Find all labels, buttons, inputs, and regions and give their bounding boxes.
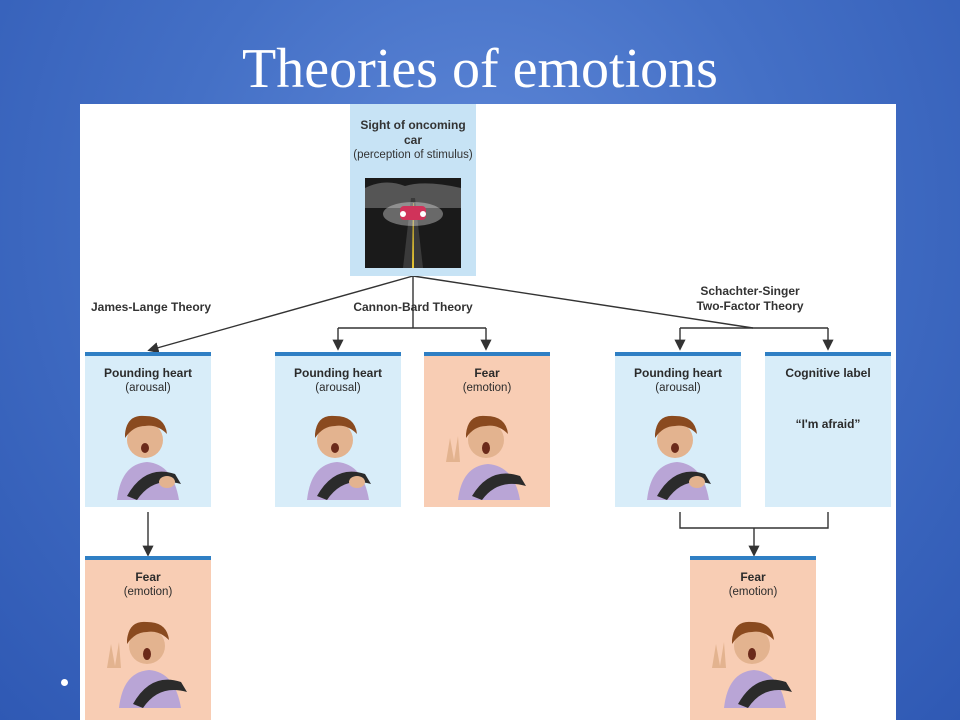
stimulus-subtitle: (perception of stimulus) (353, 149, 473, 161)
oncoming-car-illustration (365, 178, 461, 268)
box-subtitle: (arousal) (125, 382, 171, 394)
box-title: Pounding heart (294, 366, 382, 380)
label-schachter-singer: Schachter-Singer Two-Factor Theory (696, 284, 804, 313)
box-title: Pounding heart (634, 366, 722, 380)
cognitive-label-quote: “I'm afraid” (795, 417, 861, 431)
stimulus-box: Sight of oncoming car (perception of sti… (350, 104, 476, 276)
jl-fear-box: Fear (emotion) (85, 556, 211, 720)
ss-cognitive-label-box: Cognitive label “I'm afraid” (765, 352, 891, 507)
ss-arousal-box: Pounding heart (arousal) (615, 352, 741, 507)
driver-arousal-figure (647, 415, 711, 500)
box-subtitle: (emotion) (123, 586, 173, 598)
box-subtitle: (emotion) (728, 586, 778, 598)
line-ss-join (679, 512, 829, 529)
connector-arrows (142, 275, 834, 557)
box-subtitle: (arousal) (315, 382, 361, 394)
car-icon (400, 206, 426, 220)
box-title: Fear (740, 570, 766, 584)
line-schachter-singer (412, 275, 754, 329)
driver-arousal-figure (117, 415, 181, 500)
box-title: Cognitive label (785, 366, 871, 380)
label-cannon-bard: Cannon-Bard Theory (353, 300, 473, 314)
diagram-panel: Sight of oncoming car (perception of sti… (80, 104, 896, 720)
box-subtitle: (emotion) (462, 382, 512, 394)
arrow-james-lange (147, 275, 414, 354)
driver-arousal-figure (307, 415, 371, 500)
driver-fear-figure (446, 415, 526, 500)
cb-arousal-box: Pounding heart (arousal) (275, 352, 401, 507)
cb-fear-box: Fear (emotion) (424, 352, 550, 507)
box-subtitle: (arousal) (655, 382, 701, 394)
label-james-lange: James-Lange Theory (90, 300, 212, 314)
bullet-point (61, 679, 68, 686)
box-title: Pounding heart (104, 366, 192, 380)
box-title: Fear (474, 366, 500, 380)
stimulus-title: Sight of oncoming car (360, 118, 466, 147)
ss-fear-box: Fear (emotion) (690, 556, 816, 720)
jl-arousal-box: Pounding heart (arousal) (85, 352, 211, 507)
driver-fear-figure (107, 621, 187, 708)
slide-title: Theories of emotions (242, 38, 718, 100)
driver-fear-figure (712, 621, 792, 708)
box-title: Fear (135, 570, 161, 584)
